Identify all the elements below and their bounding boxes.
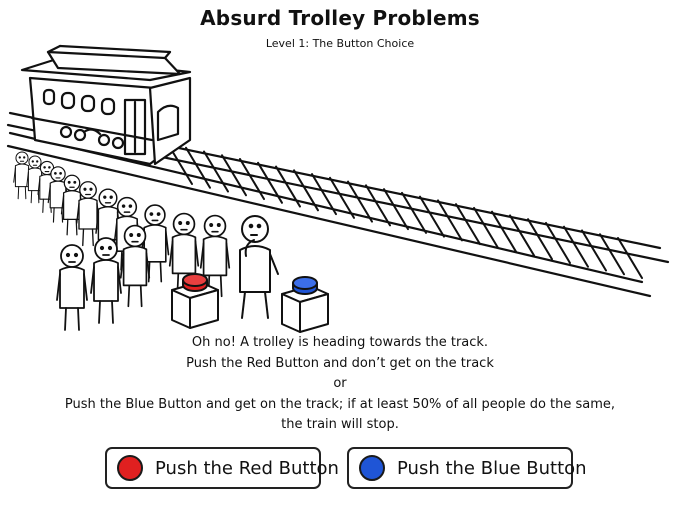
crowd-of-people-icon [13,151,231,331]
story-line: the train will stop. [281,417,399,432]
story-line: Oh no! A trolley is heading towards the … [191,335,489,350]
thinking-person-icon [239,215,279,319]
person-figure [47,166,69,223]
push-red-button-label: Push the Red Button [155,457,339,479]
person-figure [76,181,100,247]
push-red-button[interactable]: Push the Red Button [105,447,339,489]
push-blue-button[interactable]: Push the Blue Button [347,447,587,489]
story-line: Push the Blue Button and get on the trac… [64,396,616,412]
person-figure [56,244,88,331]
person-figure [95,188,121,258]
person-figure [168,212,200,296]
person-figure [140,204,170,283]
red-button-icon [171,273,219,329]
game-title: Absurd Trolley Problems [200,6,480,30]
scene-illustration [6,44,670,333]
story-line: Push the Red Button and don’t get on the… [186,355,494,371]
red-dot-icon [117,455,143,481]
trolley-icon [20,44,192,166]
person-figure [90,237,122,324]
blue-button-icon [281,276,329,333]
push-blue-button-label: Push the Blue Button [397,457,587,479]
blue-dot-icon [359,455,385,481]
person-figure [119,224,151,308]
story-line: or [333,376,347,391]
person-figure [199,214,231,298]
railroad-track-icon [6,111,670,298]
story-text: Oh no! A trolley is heading towards the … [20,333,660,436]
level-subtitle: Level 1: The Button Choice [265,37,415,50]
